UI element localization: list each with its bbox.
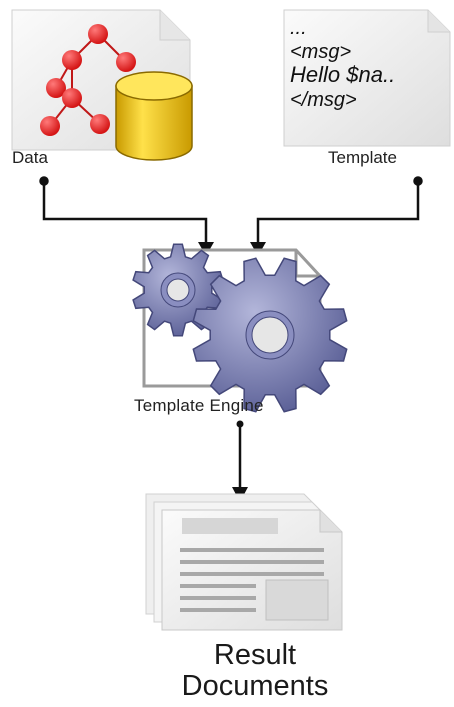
result-label-line-2: Documents <box>181 670 329 702</box>
template-line-3: Hello $na.. <box>290 62 395 87</box>
gear-hole <box>251 316 289 354</box>
result-label-line-1: Result <box>213 639 297 671</box>
template-document-icon: ... <msg> Hello $na.. </msg> <box>283 9 451 147</box>
template-engine-label: Template Engine <box>134 396 264 415</box>
result-documents-icon <box>145 493 343 631</box>
data-icon <box>11 9 193 161</box>
template-label: Template <box>328 148 397 167</box>
template-line-1: ... <box>290 17 307 39</box>
result-documents-label: Result Documents <box>150 640 360 702</box>
template-engine-icon <box>132 243 348 413</box>
template-line-4: </msg> <box>290 89 357 111</box>
template-to-engine-line <box>256 181 420 250</box>
input-connectors <box>39 176 423 250</box>
large-gear-icon <box>192 257 348 413</box>
tree-nodes <box>40 24 136 136</box>
template-line-2: <msg> <box>290 41 351 63</box>
database-icon <box>115 71 193 161</box>
data-to-engine-line <box>42 181 208 250</box>
gear-hole <box>166 278 190 302</box>
data-label: Data <box>12 148 48 167</box>
output-connector <box>232 420 248 502</box>
